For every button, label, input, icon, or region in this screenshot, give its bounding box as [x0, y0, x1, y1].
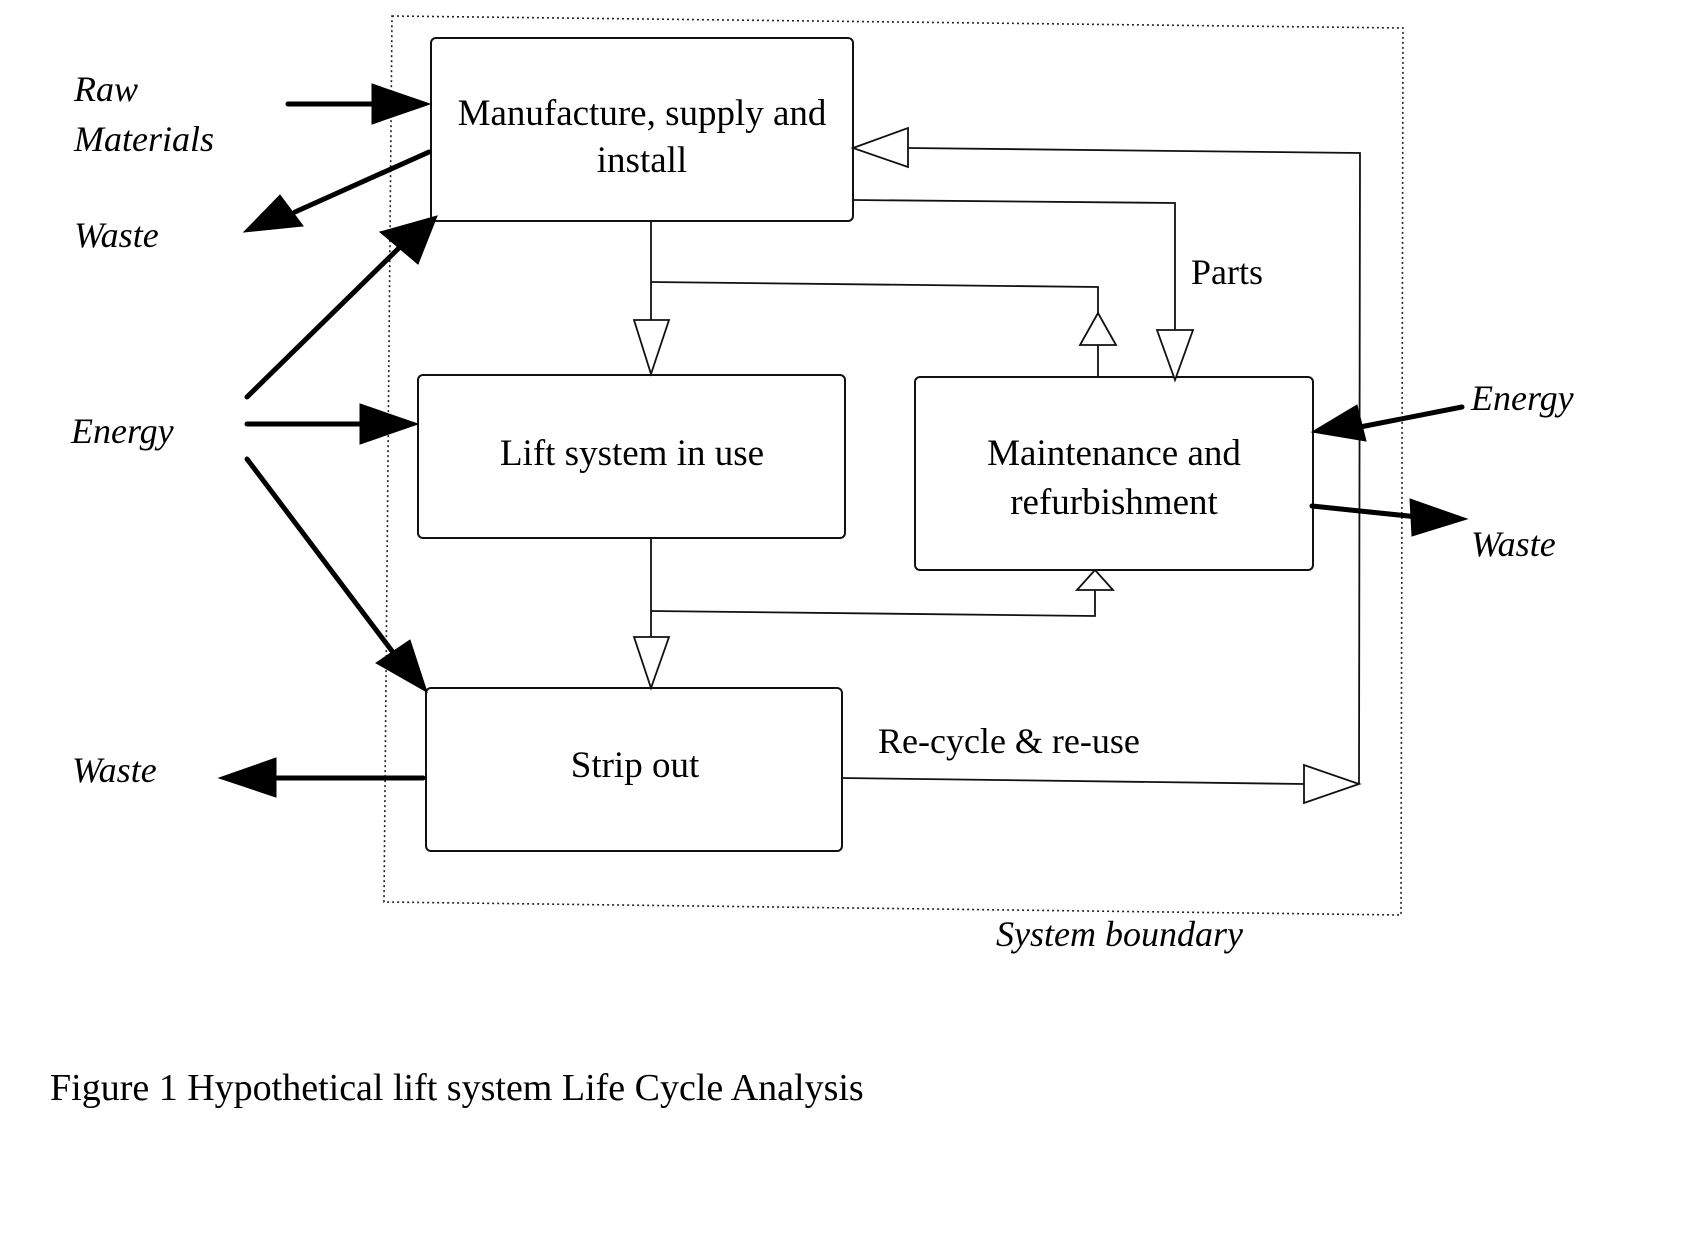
maintenance-label-line2: refurbishment — [1010, 482, 1218, 523]
raw-materials-label-line1: Raw — [73, 69, 138, 109]
flow-in-use-to-strip-out — [632, 538, 671, 691]
energy-right-label: Energy — [1470, 378, 1574, 418]
process-maintenance: Maintenance and refurbishment — [914, 376, 1314, 571]
flow-parts: Parts — [852, 199, 1263, 383]
figure-caption: Figure 1 Hypothetical lift system Life C… — [50, 1067, 864, 1109]
manufacture-label-line1: Manufacture, supply and — [458, 93, 827, 134]
process-in-use: Lift system in use — [417, 374, 846, 539]
process-manufacture: Manufacture, supply and install — [430, 37, 854, 222]
hollow-arrowhead-icon — [632, 319, 671, 377]
hollow-arrowhead-icon — [1078, 311, 1118, 346]
solid-arrowhead-icon — [242, 194, 304, 233]
solid-arrowhead-icon — [1409, 498, 1469, 537]
solid-arrowhead-icon — [371, 83, 432, 125]
manufacture-label-line2: install — [597, 140, 687, 181]
waste-right-label: Waste — [1471, 524, 1556, 564]
waste-bottom-left-label: Waste — [72, 750, 157, 790]
solid-arrowhead-icon — [359, 403, 420, 445]
flow-energy-to-maintenance: Energy — [1310, 378, 1574, 442]
flow-recycle-reuse: Re-cycle & re-use — [841, 126, 1362, 805]
flow-manufacture-to-maintenance — [650, 281, 1118, 378]
flow-energy-to-strip-out — [244, 456, 428, 694]
system-boundary — [383, 15, 1404, 916]
solid-arrowhead-icon — [375, 639, 428, 694]
hollow-arrowhead-icon — [1303, 763, 1362, 805]
flow-manufacture-to-in-use — [632, 221, 671, 377]
flow-raw-materials-in: Raw Materials — [73, 69, 432, 159]
waste-top-left-label: Waste — [74, 215, 159, 255]
flow-waste-out-maintenance: Waste — [1309, 498, 1556, 564]
solid-arrowhead-icon — [378, 215, 438, 265]
maintenance-label-line1: Maintenance and — [987, 433, 1241, 474]
flow-waste-out-manufacture: Waste — [74, 149, 432, 255]
hollow-arrowhead-icon — [1074, 568, 1116, 591]
hollow-arrowhead-icon — [850, 126, 909, 169]
raw-materials-label-line2: Materials — [73, 119, 214, 159]
in-use-label: Lift system in use — [500, 433, 764, 474]
solid-arrowhead-icon — [217, 757, 277, 798]
hollow-arrowhead-icon — [632, 636, 671, 691]
strip-out-label: Strip out — [571, 745, 700, 786]
process-strip-out: Strip out — [425, 687, 843, 852]
flow-energy-to-manufacture — [244, 215, 438, 400]
hollow-arrowhead-icon — [1155, 329, 1195, 383]
energy-left-label: Energy — [70, 411, 174, 451]
solid-arrowhead-icon — [1310, 404, 1367, 442]
flow-energy-to-in-use: Energy — [70, 403, 420, 451]
parts-label: Parts — [1191, 252, 1263, 292]
system-boundary-label: System boundary — [996, 914, 1243, 954]
recycle-label: Re-cycle & re-use — [878, 721, 1140, 761]
flow-waste-out-strip-out: Waste — [72, 750, 426, 798]
flow-in-use-to-maintenance — [650, 568, 1116, 617]
